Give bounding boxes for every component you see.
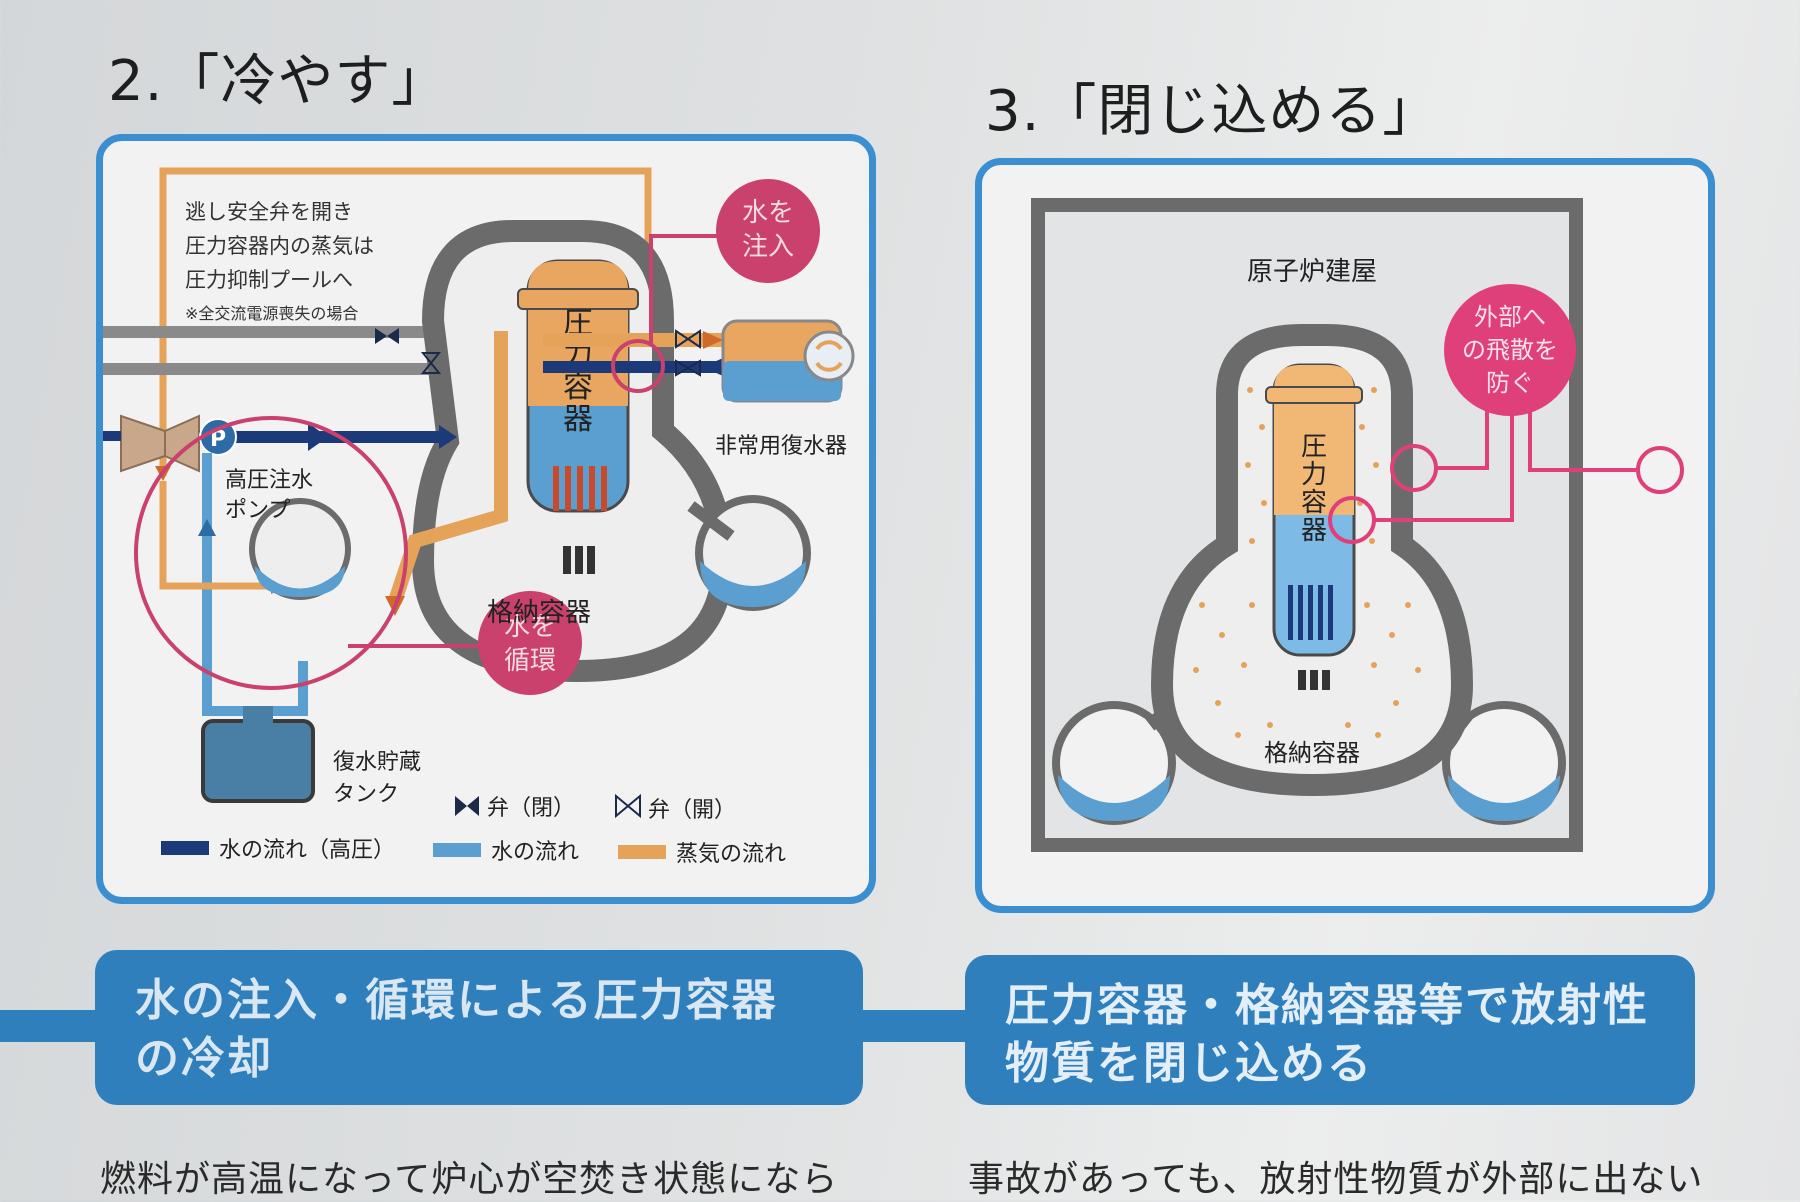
- containment-banner-line2: 物質を閉じ込める: [1005, 1038, 1373, 1089]
- valve-closed-legend-icon: [455, 796, 479, 816]
- radioactive-particles: [1193, 387, 1421, 738]
- svg-text:ポンプ: ポンプ: [225, 498, 290, 523]
- section3-heading: 3.「閉じ込める」: [985, 79, 1440, 144]
- pressure-vessel-label-3: 圧 力 容 器: [1301, 432, 1327, 546]
- svg-text:復水貯蔵: 復水貯蔵: [333, 750, 421, 775]
- valve-open-legend: 弁（開）: [648, 798, 736, 823]
- svg-text:器: 器: [1301, 516, 1327, 546]
- svg-text:水を: 水を: [504, 612, 556, 642]
- cooling-summary-banner: 水の注入・循環による圧力容器 の冷却: [95, 950, 863, 1105]
- cooling-banner-line1: 水の注入・循環による圧力容器: [135, 975, 778, 1026]
- svg-text:圧力容器内の蒸気は: 圧力容器内の蒸気は: [185, 234, 374, 258]
- svg-text:注入: 注入: [742, 232, 794, 262]
- svg-text:循環: 循環: [504, 646, 556, 676]
- containment-label: 格納容器: [487, 598, 591, 628]
- svg-text:容: 容: [1301, 488, 1327, 518]
- containment-body-text: 事故があっても、放射性物質が外部に出ない: [968, 1159, 1704, 1200]
- svg-text:防ぐ: 防ぐ: [1486, 369, 1534, 397]
- cooling-banner-line2: の冷却: [135, 1033, 273, 1084]
- svg-text:力: 力: [1301, 460, 1327, 490]
- svg-text:圧: 圧: [1301, 432, 1327, 462]
- svg-text:器: 器: [563, 402, 593, 437]
- svg-text:水を: 水を: [742, 198, 794, 228]
- legend-steam: 蒸気の流れ: [676, 842, 786, 867]
- svg-text:容: 容: [563, 370, 593, 405]
- pump-symbol: P: [210, 427, 226, 452]
- svg-text:外部へ: 外部へ: [1474, 303, 1546, 331]
- cooling-body-text: 燃料が高温になって炉心が空焚き状態になら: [100, 1159, 839, 1200]
- legend-high-pressure-water: 水の流れ（高圧）: [219, 838, 395, 863]
- legend-water: 水の流れ: [491, 840, 579, 865]
- prevent-dispersal-bubble: 外部へ の飛散を 防ぐ: [1462, 303, 1558, 397]
- containment-diagram-panel: 原子炉建屋 圧 力 容 器: [975, 158, 1715, 913]
- circulate-water-bubble: 水を 循環: [504, 612, 556, 676]
- valve-open-legend-icon: [615, 793, 641, 819]
- reactor-building-label: 原子炉建屋: [1247, 257, 1377, 287]
- left-connector-bar: [0, 1010, 100, 1042]
- closed-valve-icon: [375, 328, 399, 344]
- condenser-label: 非常用復水器: [715, 434, 847, 459]
- cooling-diagram-panel: 圧 力 容 器 水を 注入: [96, 134, 876, 904]
- valve-closed-legend: 弁（閉）: [487, 796, 575, 821]
- relief-valve-note: 逃し安全弁を開き 圧力容器内の蒸気は 圧力抑制プールへ ※全交流電源喪失の場合: [185, 200, 374, 323]
- svg-text:高圧注水: 高圧注水: [225, 468, 313, 493]
- cooling-diagram: 圧 力 容 器 水を 注入: [103, 167, 855, 867]
- containment-label-3: 格納容器: [1264, 739, 1360, 767]
- containment-banner-line1: 圧力容器・格納容器等で放射性: [1005, 980, 1649, 1031]
- inject-water-bubble: 水を 注入: [742, 198, 794, 262]
- svg-text:※全交流電源喪失の場合: ※全交流電源喪失の場合: [185, 304, 358, 323]
- svg-text:圧力抑制プールへ: 圧力抑制プールへ: [185, 268, 353, 292]
- containment-diagram: 原子炉建屋 圧 力 容 器: [1031, 198, 1684, 852]
- pump-label: 高圧注水 ポンプ: [225, 468, 313, 523]
- svg-text:タンク: タンク: [333, 782, 399, 807]
- svg-text:逃し安全弁を開き: 逃し安全弁を開き: [185, 200, 353, 224]
- containment-summary-banner: 圧力容器・格納容器等で放射性 物質を閉じ込める: [965, 955, 1695, 1105]
- svg-text:の飛散を: の飛散を: [1462, 336, 1558, 364]
- section2-heading: 2.「冷やす」: [108, 49, 449, 114]
- tank-label: 復水貯蔵 タンク: [333, 750, 421, 807]
- middle-connector-bar: [860, 1010, 970, 1042]
